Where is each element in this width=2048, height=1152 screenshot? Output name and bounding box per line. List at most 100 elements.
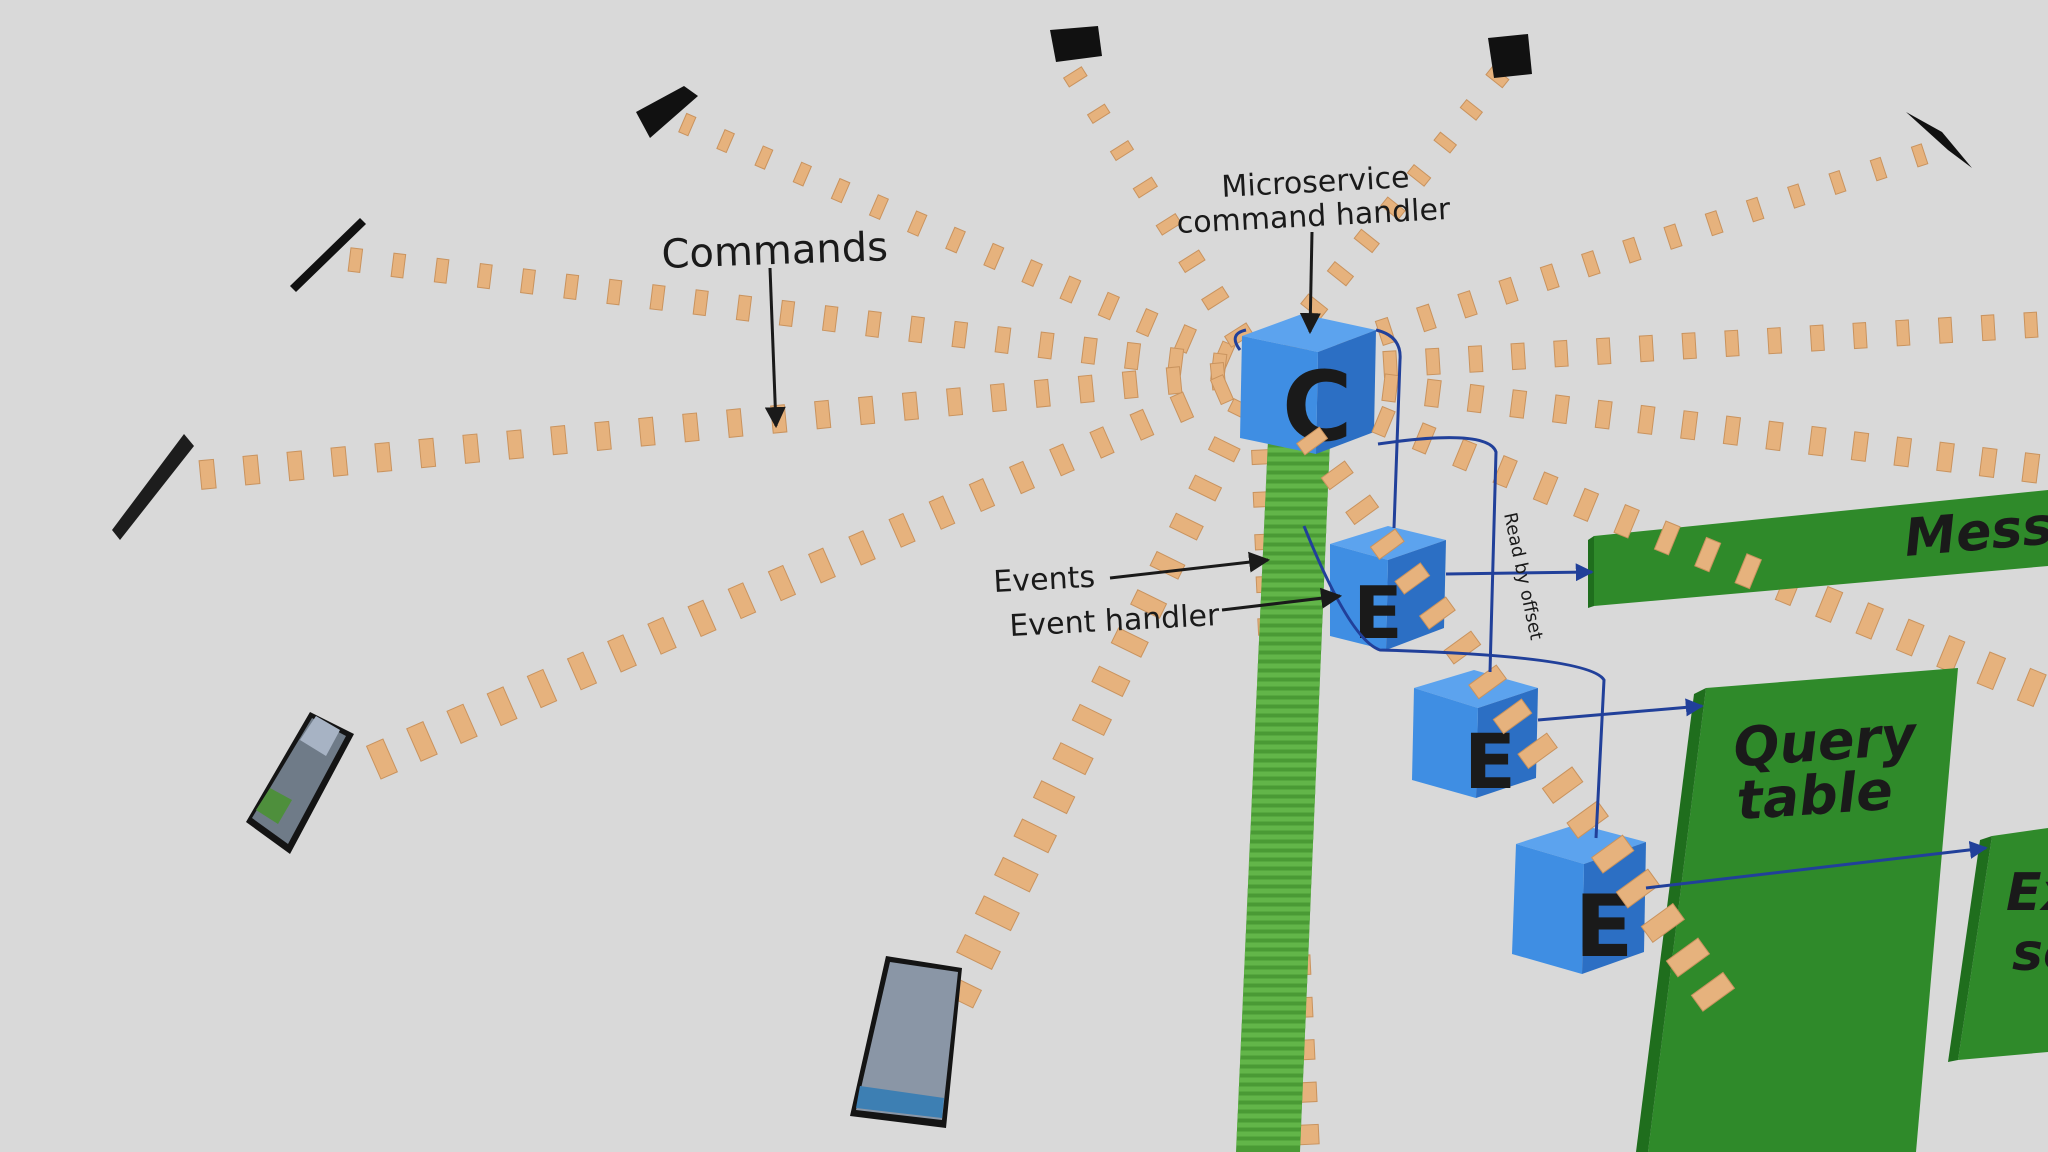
command-message	[1808, 425, 1827, 457]
command-message	[830, 177, 851, 204]
command-message	[638, 416, 656, 447]
command-message	[1467, 345, 1484, 373]
command-message	[1539, 263, 1560, 291]
command-message	[594, 420, 612, 451]
command-message	[1380, 196, 1406, 221]
command-message	[1910, 143, 1929, 168]
command-message	[1492, 698, 1533, 735]
command-message	[1121, 370, 1139, 400]
command-message	[1201, 285, 1230, 311]
command-message	[687, 599, 717, 638]
command-message	[1852, 322, 1868, 350]
phone-device	[112, 434, 194, 540]
command-message	[692, 289, 709, 317]
tablet-device	[636, 86, 698, 138]
external-system-panel: Ex se	[1948, 828, 2048, 1062]
command-message	[1129, 408, 1155, 441]
command-message	[1850, 431, 1870, 462]
command-message	[1155, 212, 1182, 236]
command-message	[1080, 336, 1098, 365]
command-message	[286, 450, 305, 482]
command-message	[716, 129, 735, 154]
command-message	[1637, 404, 1656, 435]
command-message	[1468, 664, 1507, 700]
microservice-label-line2: command handler	[1176, 192, 1452, 241]
command-message	[1209, 374, 1235, 406]
command-message	[1541, 766, 1584, 804]
query-table-label-line2: table	[1735, 759, 1895, 833]
command-message	[1097, 291, 1120, 321]
command-message	[1681, 332, 1697, 360]
command-message	[906, 210, 928, 237]
command-message	[647, 616, 677, 655]
command-message	[1132, 176, 1159, 199]
command-message	[1188, 474, 1223, 502]
events-label: Events	[993, 560, 1096, 600]
query-table-label-line1: Query	[1731, 704, 1921, 780]
command-message	[1443, 630, 1482, 665]
command-message	[476, 263, 493, 290]
command-message	[550, 425, 568, 456]
command-message	[406, 720, 438, 762]
command-message	[908, 315, 925, 344]
command-message	[754, 145, 774, 170]
command-message	[956, 933, 1001, 970]
command-message	[446, 703, 478, 744]
command-message	[1895, 618, 1925, 657]
command-message	[566, 651, 598, 691]
event-stream	[1236, 440, 1330, 1152]
command-message	[242, 454, 261, 486]
command-message	[1734, 553, 1762, 590]
command-message	[2016, 667, 2047, 708]
command-message	[1653, 520, 1681, 556]
command-message	[994, 326, 1012, 354]
command-message	[198, 458, 217, 490]
command-message	[814, 399, 832, 430]
command-message	[1062, 66, 1088, 88]
command-message	[1937, 316, 1954, 344]
command-message	[486, 686, 518, 727]
command-message	[1168, 512, 1204, 541]
command-message	[1049, 443, 1075, 477]
command-message	[1815, 585, 1844, 623]
query-table-panel: Query table	[1636, 668, 1958, 1152]
tablet-device	[290, 218, 366, 292]
command-message	[607, 634, 637, 673]
command-message	[848, 530, 876, 566]
command-message	[347, 247, 364, 273]
command-message	[1059, 275, 1082, 304]
command-message	[1381, 373, 1399, 403]
command-message	[778, 299, 796, 328]
command-message	[1936, 441, 1955, 473]
command-message	[1394, 562, 1431, 595]
command-message	[994, 856, 1039, 893]
command-message	[563, 273, 580, 300]
event-handler-cube-3: E	[1512, 824, 1646, 977]
command-message	[1452, 438, 1478, 472]
command-message	[945, 226, 966, 254]
command-message	[433, 257, 450, 284]
command-message	[770, 404, 788, 434]
command-message	[1124, 341, 1142, 371]
command-message	[1581, 250, 1601, 278]
command-message	[418, 437, 437, 469]
command-message	[2023, 311, 2039, 339]
command-message	[1457, 290, 1478, 319]
command-message	[462, 433, 481, 464]
command-message	[1638, 334, 1655, 363]
command-message	[390, 252, 407, 279]
command-message	[865, 310, 882, 338]
command-message	[374, 441, 393, 473]
command-message	[1149, 550, 1186, 580]
command-message	[1178, 249, 1206, 274]
command-message	[1169, 391, 1195, 423]
command-message	[1532, 471, 1559, 506]
command-message	[1590, 834, 1635, 874]
command-message	[1406, 163, 1432, 187]
command-message	[727, 582, 757, 620]
command-message	[928, 495, 956, 530]
command-message	[1374, 316, 1396, 346]
command-message	[1596, 337, 1612, 365]
command-message	[1498, 276, 1519, 305]
command-message	[1369, 528, 1405, 561]
